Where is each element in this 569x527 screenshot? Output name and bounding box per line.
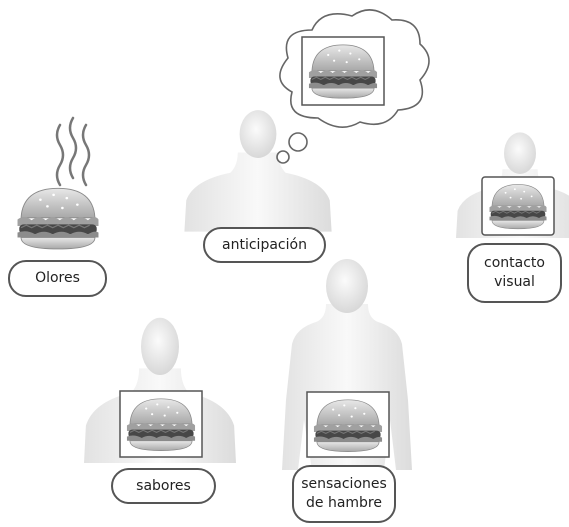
label-olores: Olores — [8, 260, 107, 297]
label-contacto-visual: contacto visual — [467, 243, 562, 303]
steam-icon — [57, 118, 89, 185]
label-sensaciones-de-hambre: sensaciones de hambre — [292, 465, 396, 523]
person-silhouette-icon — [184, 110, 331, 231]
hamburger-icon — [18, 188, 99, 249]
label-anticipacion: anticipación — [203, 227, 326, 263]
label-sabores: sabores — [111, 468, 216, 504]
